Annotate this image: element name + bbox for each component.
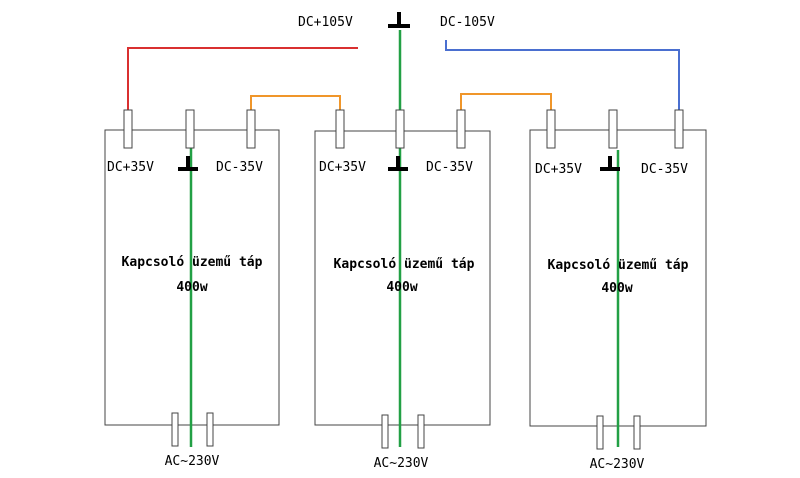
unit-3-title: Kapcsoló üzemű táp (548, 258, 689, 273)
ground-symbol-2 (388, 156, 408, 171)
terminal-ground-1 (185, 109, 195, 149)
ac-terminal-1b (206, 412, 214, 447)
unit-2-positive-label: DC+35V (319, 160, 366, 175)
unit-1-negative-label: DC-35V (216, 160, 263, 175)
terminal-dc-plus-2 (335, 109, 345, 149)
terminal-dc-minus-3 (674, 109, 684, 149)
terminal-dc-plus-1 (123, 109, 133, 149)
terminal-ground-3 (608, 109, 618, 149)
unit-3-negative-label: DC-35V (641, 162, 688, 177)
ac-terminal-2b (417, 414, 425, 449)
ground-symbol-top (388, 12, 410, 28)
top-positive-label: DC+105V (298, 15, 353, 30)
unit-1-title: Kapcsoló üzemű táp (122, 255, 263, 270)
negative-105v-wire (445, 40, 680, 112)
ac-terminal-3b (633, 415, 641, 450)
unit-2-power: 400w (386, 280, 417, 295)
terminal-dc-minus-1 (246, 109, 256, 149)
series-link-2-3 (460, 93, 552, 110)
positive-105v-wire (127, 47, 358, 110)
unit-1-ac-label: AC~230V (165, 454, 220, 469)
terminal-dc-plus-3 (546, 109, 556, 149)
top-negative-label: DC-105V (440, 15, 495, 30)
unit-2-title: Kapcsoló üzemű táp (334, 257, 475, 272)
ground-symbol-3 (600, 156, 620, 171)
unit-1-power: 400w (176, 280, 207, 295)
unit-2-ac-label: AC~230V (374, 456, 429, 471)
unit-1-positive-label: DC+35V (107, 160, 154, 175)
unit-3-ac-label: AC~230V (590, 457, 645, 472)
terminal-ground-2 (395, 109, 405, 149)
ac-terminal-2a (381, 414, 389, 449)
ground-symbol-1 (178, 156, 198, 171)
ac-terminal-3a (596, 415, 604, 450)
terminal-dc-minus-2 (456, 109, 466, 149)
unit-3-power: 400w (601, 281, 632, 296)
ac-terminal-1a (171, 412, 179, 447)
unit-2-negative-label: DC-35V (426, 160, 473, 175)
psu-box-2 (314, 130, 491, 426)
unit-3-positive-label: DC+35V (535, 162, 582, 177)
series-link-1-2 (250, 95, 341, 110)
